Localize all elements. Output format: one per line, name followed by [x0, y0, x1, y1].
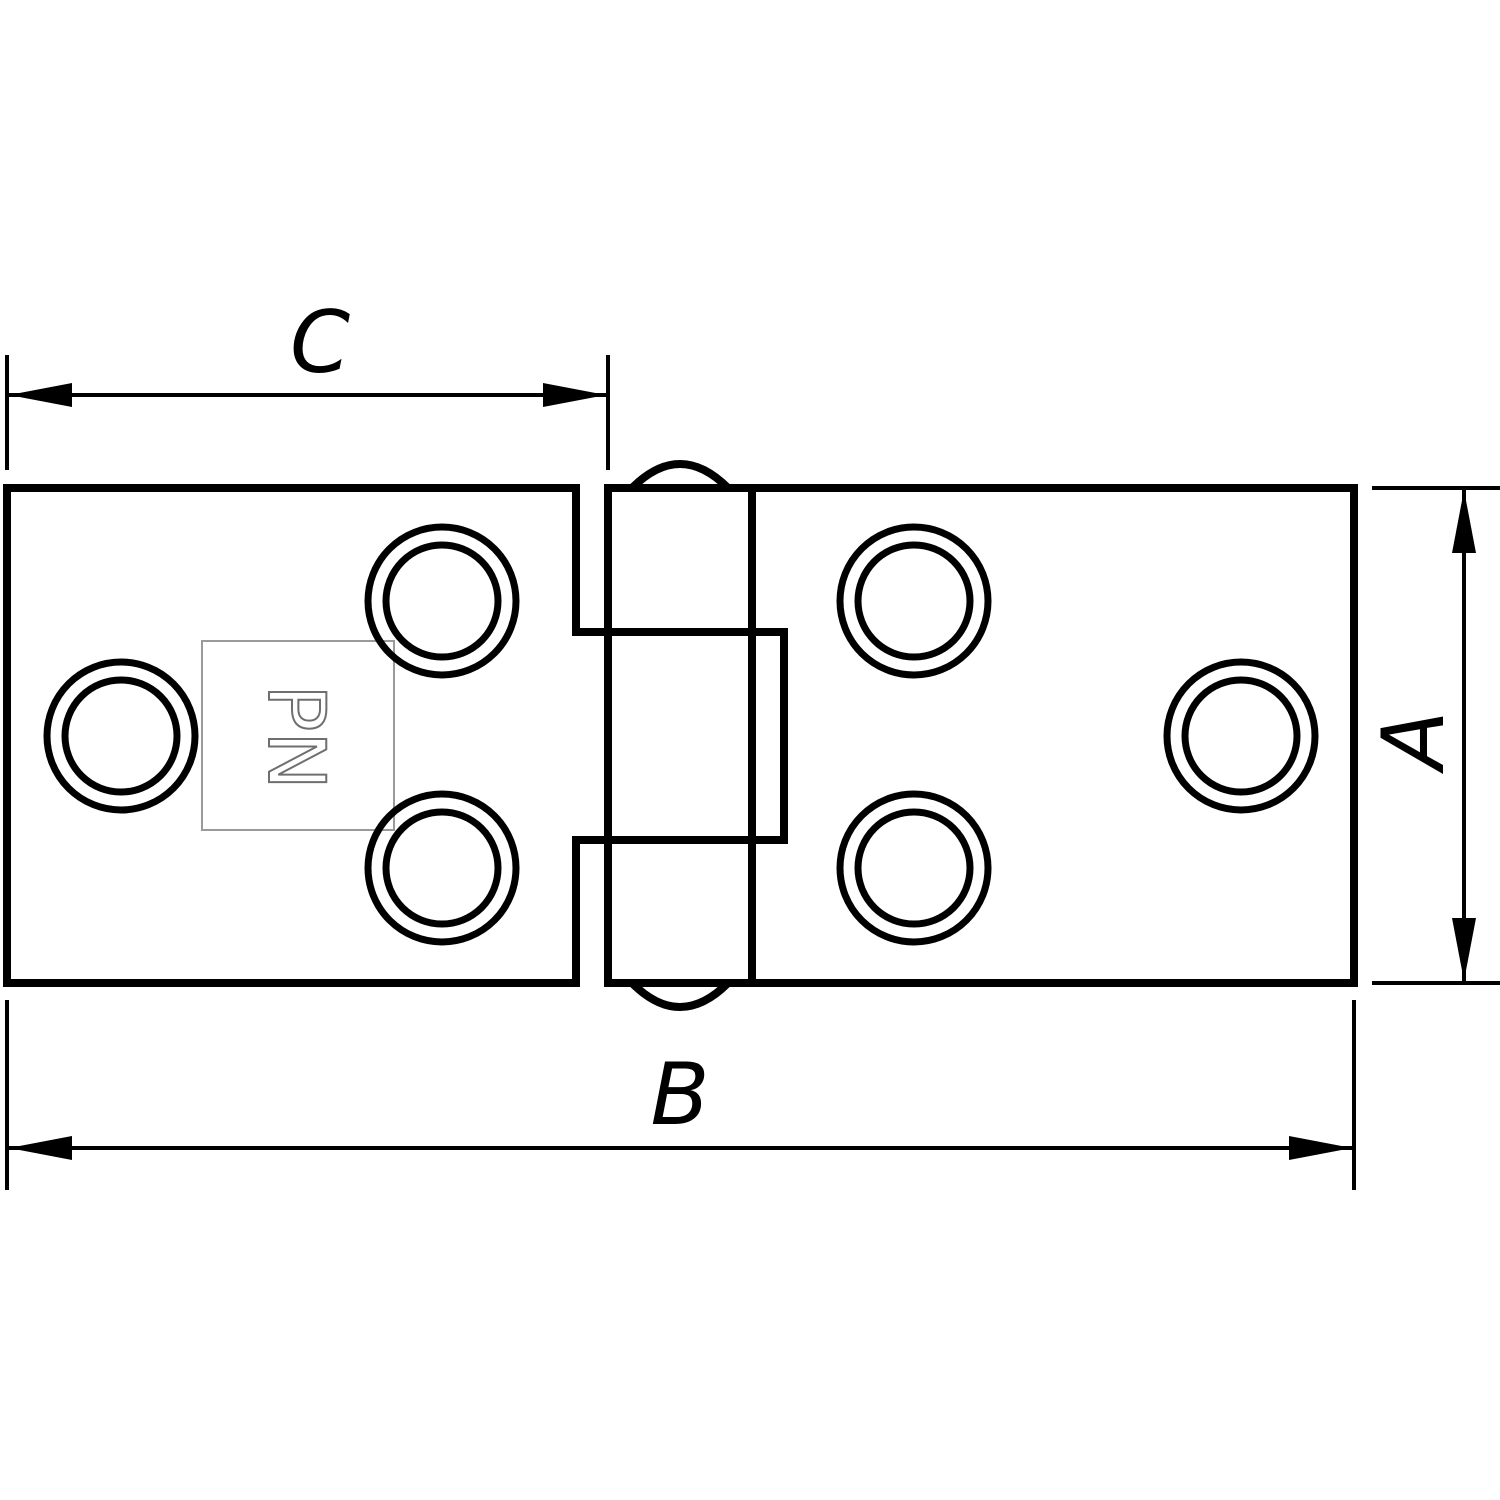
screw-hole-inner — [382, 808, 502, 928]
screw-hole — [43, 658, 199, 814]
dimension-b-arrow-left — [9, 1136, 72, 1160]
dimension-c-arrow-right — [543, 383, 606, 407]
screw-hole-inner — [854, 808, 974, 928]
screw-hole-outer — [836, 790, 992, 946]
dimension-a-label: A — [1364, 711, 1464, 775]
maker-stamp: PN — [201, 640, 395, 831]
knuckle-cap-bottom — [629, 980, 731, 1011]
dimension-b: B — [5, 1000, 1356, 1190]
screw-hole — [836, 790, 992, 946]
screw-hole — [364, 523, 520, 679]
dimension-c-label: C — [290, 293, 350, 393]
screw-hole-outer — [836, 523, 992, 679]
screw-hole — [1163, 658, 1319, 814]
dimension-b-label: B — [651, 1045, 710, 1145]
knuckle-tongue — [608, 628, 788, 844]
screw-hole-inner — [382, 541, 502, 661]
stamp-text: PN — [250, 684, 340, 789]
dimension-c-arrow-left — [9, 383, 72, 407]
screw-hole-inner — [1181, 676, 1301, 796]
screw-hole-outer — [364, 790, 520, 946]
knuckle-barrel — [604, 484, 756, 987]
stamp-box — [201, 640, 395, 831]
screw-hole — [364, 790, 520, 946]
dimension-c: C — [5, 293, 610, 470]
screw-hole-outer — [1163, 658, 1319, 814]
dimension-b-arrow-right — [1289, 1136, 1352, 1160]
dimension-a: A — [1364, 486, 1500, 985]
screw-hole-inner — [61, 676, 181, 796]
right-leaf — [748, 484, 1358, 987]
screw-hole-inner — [854, 541, 974, 661]
dimension-a-arrow-top — [1452, 490, 1476, 553]
screw-hole-outer — [364, 523, 520, 679]
dimension-a-arrow-bottom — [1452, 918, 1476, 981]
screw-hole-outer — [43, 658, 199, 814]
screw-hole — [836, 523, 992, 679]
knuckle-cap-top — [629, 460, 731, 491]
